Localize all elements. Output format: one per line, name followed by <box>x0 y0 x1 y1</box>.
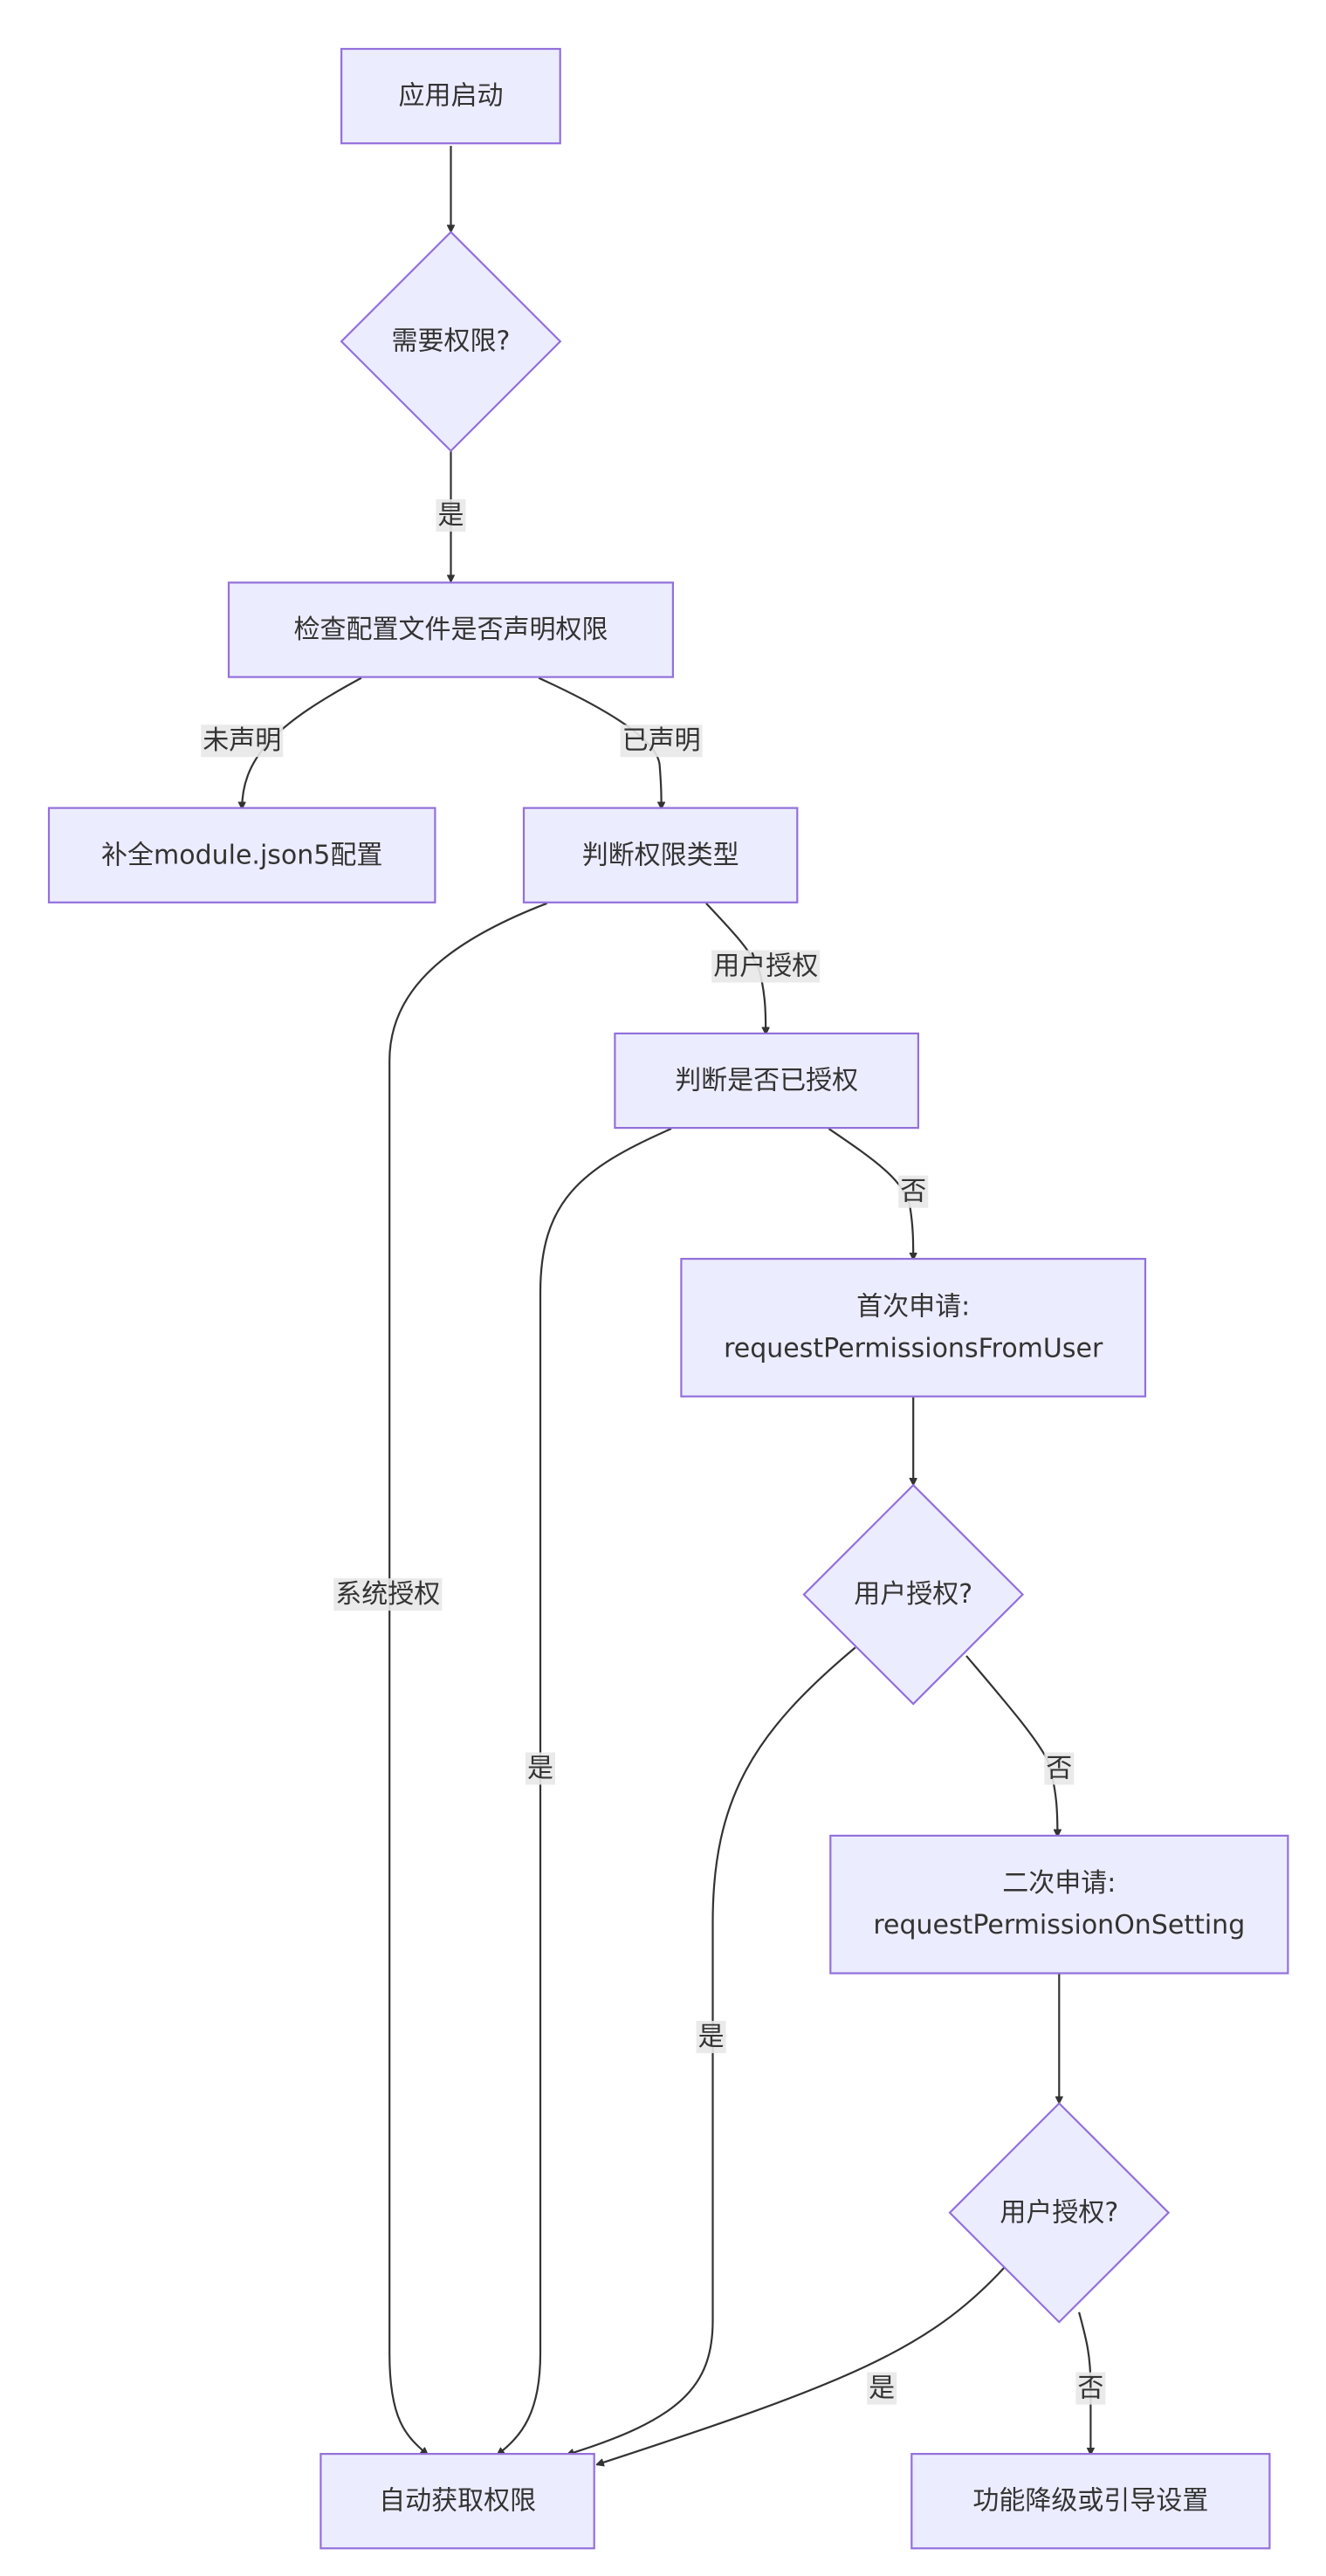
node-label-line: 判断是否已授权 <box>675 1066 858 1096</box>
edge-label-background <box>711 950 821 983</box>
edge-label-need_perm-check_config: 是 <box>436 499 466 532</box>
node-label-line: 需要权限? <box>392 326 511 357</box>
node-label-line: 用户授权? <box>1000 2197 1118 2228</box>
edge-user_auth_2-auto_get <box>597 2266 1006 2465</box>
edge-label-background <box>436 499 466 532</box>
node-fill-config: 补全module.json5配置 <box>47 807 436 903</box>
edge-label-text: 是 <box>869 2373 895 2404</box>
node-label-line: requestPermissionOnSetting <box>873 1910 1245 1941</box>
edge-user_auth_1-auto_get <box>567 1646 856 2455</box>
node-check-config: 检查配置文件是否声明权限 <box>227 581 674 678</box>
node-label-line: 判断权限类型 <box>582 840 739 870</box>
node-judge-granted: 判断是否已授权 <box>614 1032 920 1130</box>
edge-label-text: 否 <box>1046 1753 1072 1783</box>
process-box <box>910 2453 1271 2550</box>
node-label-line: 功能降级或引导设置 <box>972 2486 1208 2517</box>
edge-label-background <box>525 1752 555 1785</box>
edge-label-background <box>1075 2372 1106 2405</box>
edge-label-background <box>620 725 703 758</box>
node-auto-get: 自动获取权限 <box>319 2453 595 2550</box>
edge-label-background <box>696 2021 726 2054</box>
edge-label-judge_granted-first_request: 否 <box>898 1175 929 1208</box>
edge-label-judge_granted-auto_get: 是 <box>525 1752 555 1785</box>
node-label-line: 补全module.json5配置 <box>101 840 382 870</box>
node-degrade: 功能降级或引导设置 <box>910 2453 1271 2550</box>
node-need-perm: 需要权限? <box>340 230 562 453</box>
edge-label-text: 用户授权 <box>713 951 818 981</box>
node-label-line: 首次申请: <box>856 1291 970 1322</box>
edge-judge_granted-auto_get <box>498 1127 672 2455</box>
node-label-line: requestPermissionsFromUser <box>724 1333 1103 1364</box>
node-user-auth-1: 用户授权? <box>802 1483 1025 1706</box>
edge-label-text: 是 <box>698 2022 725 2052</box>
edge-label-judge_type-auto_get: 系统授权 <box>333 1578 443 1611</box>
edge-label-text: 否 <box>900 1177 926 1207</box>
edge-label-text: 系统授权 <box>335 1579 440 1610</box>
edge-label-background <box>333 1578 443 1611</box>
edge-label-text: 否 <box>1077 2373 1103 2404</box>
node-label-line: 二次申请: <box>1002 1868 1116 1899</box>
edge-label-user_auth_2-auto_get: 是 <box>867 2372 897 2405</box>
node-label-line: 自动获取权限 <box>379 2486 536 2517</box>
edge-label-text: 未声明 <box>203 725 281 756</box>
edge-label-text: 是 <box>527 1753 553 1783</box>
decision-diamond <box>802 1483 1025 1706</box>
edge-label-text: 是 <box>437 500 464 531</box>
edge-label-background <box>1044 1752 1075 1785</box>
decision-diamond <box>948 2101 1171 2324</box>
process-box <box>319 2453 595 2550</box>
process-box <box>340 47 561 145</box>
edge-label-user_auth_2-degrade: 否 <box>1075 2372 1106 2405</box>
decision-diamond <box>340 230 562 453</box>
process-box <box>680 1257 1147 1398</box>
edge-user_auth_1-second_request <box>965 1655 1057 1837</box>
edge-label-judge_type-judge_granted: 用户授权 <box>711 950 821 983</box>
edge-label-background <box>867 2372 897 2405</box>
node-start: 应用启动 <box>340 47 561 145</box>
node-label-line: 应用启动 <box>399 81 504 112</box>
node-judge-type: 判断权限类型 <box>522 807 799 903</box>
process-box <box>522 807 799 903</box>
process-box <box>614 1032 920 1130</box>
node-user-auth-2: 用户授权? <box>948 2101 1171 2324</box>
edge-label-check_config-fill_config: 未声明 <box>201 725 284 758</box>
process-box <box>227 581 674 678</box>
edge-label-text: 已声明 <box>622 725 701 756</box>
edge-label-check_config-judge_type: 已声明 <box>620 725 703 758</box>
process-box <box>829 1834 1289 1975</box>
edge-label-background <box>201 725 284 758</box>
process-box <box>47 807 436 903</box>
edge-judge_type-auto_get <box>388 902 547 2455</box>
node-label-line: 检查配置文件是否声明权限 <box>294 615 608 645</box>
node-second-request: 二次申请: requestPermissionOnSetting <box>829 1834 1289 1975</box>
edge-label-user_auth_1-auto_get: 是 <box>696 2021 726 2054</box>
edge-label-background <box>898 1175 929 1208</box>
node-first-request: 首次申请: requestPermissionsFromUser <box>680 1257 1147 1398</box>
edge-label-user_auth_1-second_request: 否 <box>1044 1752 1075 1785</box>
node-label-line: 用户授权? <box>854 1579 972 1610</box>
